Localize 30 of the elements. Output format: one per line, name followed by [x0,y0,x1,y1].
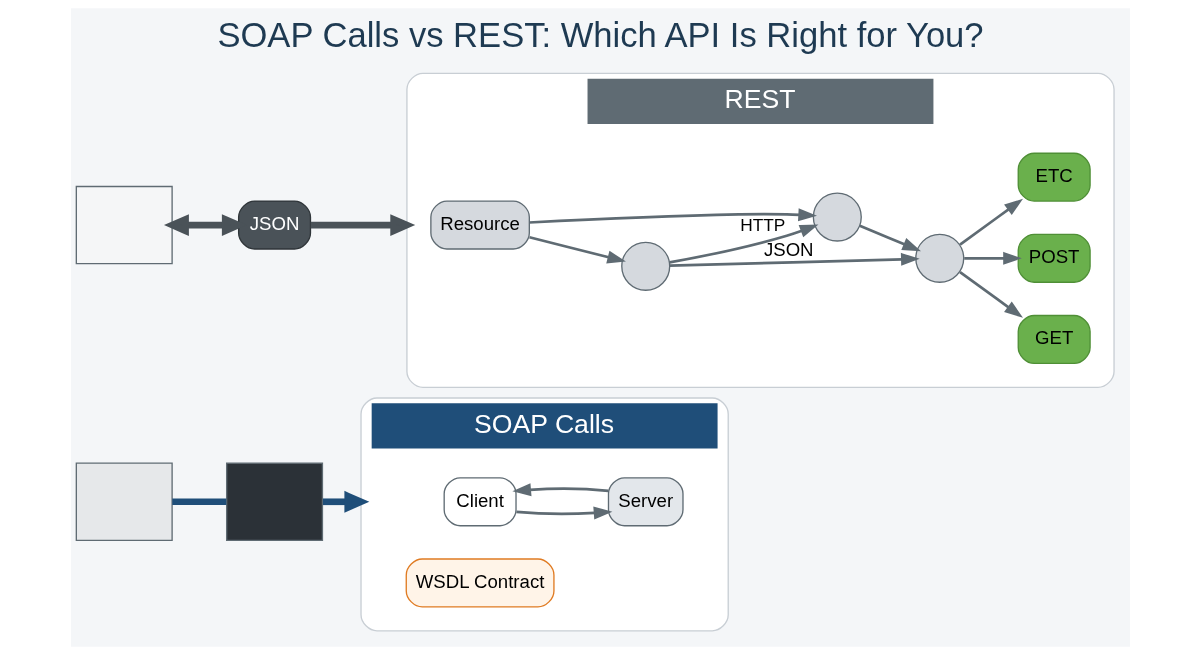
arrow [668,224,818,264]
arrow [958,198,1023,246]
arrow [310,214,415,236]
node-box [75,185,173,265]
node-box: ETC [1017,152,1091,202]
node-box: Client [443,477,517,527]
node-box: Server [607,477,684,527]
node-box [75,462,173,542]
arrow [669,252,920,267]
arrow [858,224,921,252]
arrow [528,208,817,224]
diagram-title: SOAP Calls vs REST: Which API Is Right for You? [216,15,984,54]
arrow [528,235,626,264]
node-circle [812,192,862,242]
node-circle [914,233,964,283]
node-box: WSDL Contract [405,558,555,608]
node-box: JSON [237,200,311,250]
arrow [958,271,1023,318]
node-circle [620,241,670,291]
arrow [511,483,608,497]
node-box [225,462,323,542]
node-box: Resource [429,200,530,250]
connector [171,498,226,506]
edge-label: HTTP [739,214,785,235]
node-label: JSON [763,238,814,260]
arrow [515,506,612,520]
arrow [963,251,1022,265]
node-box: GET [1017,314,1091,365]
arrow [322,490,369,513]
node-box: POST [1017,233,1091,283]
